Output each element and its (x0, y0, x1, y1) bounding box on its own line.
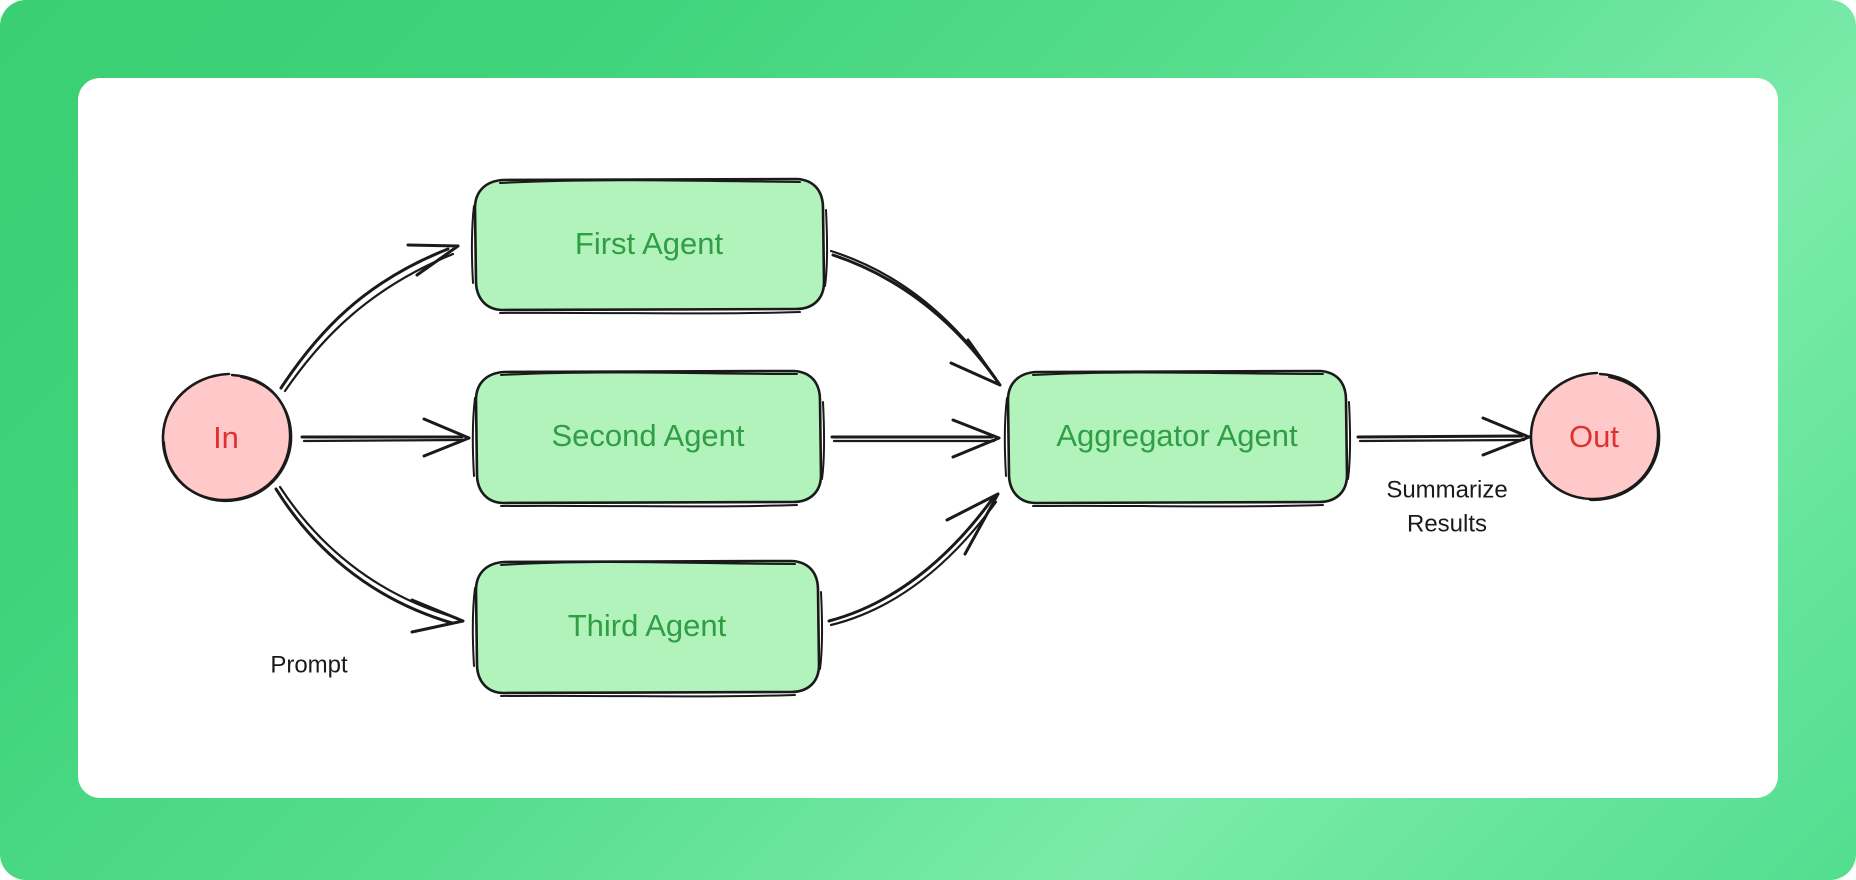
node-aggregator-agent-label: Aggregator Agent (1056, 418, 1298, 453)
edge-in-to-first-agent[interactable] (279, 243, 460, 393)
node-out-label: Out (1569, 419, 1619, 454)
node-out-fill (1531, 375, 1658, 499)
edge-in-to-second-agent[interactable] (300, 417, 471, 458)
node-first-agent-fill (475, 180, 823, 309)
node-third-agent-label: Third Agent (568, 608, 727, 643)
node-first-agent-outline-1 (473, 177, 826, 312)
edge-in-to-third-agent[interactable] (274, 485, 465, 634)
node-out-outline-2 (1589, 376, 1661, 502)
edge-first-agent-to-aggregator-arrowhead (949, 338, 1002, 387)
edge-third-agent-to-aggregator-line-2 (829, 500, 998, 627)
edge-label-summarize-results-line2: Results (1407, 510, 1487, 537)
node-in[interactable]: In (161, 372, 293, 503)
edge-second-agent-to-aggregator-arrowhead (951, 418, 1001, 459)
edge-in-to-third-agent-arrowhead (410, 598, 465, 634)
node-third-agent[interactable]: Third Agent (471, 559, 824, 698)
edge-third-agent-to-aggregator[interactable] (827, 492, 1000, 627)
edge-first-agent-to-aggregator-line-2 (829, 249, 994, 376)
edge-label-prompt: Prompt (270, 651, 348, 678)
edge-aggregator-to-out-arrowhead (1481, 416, 1531, 457)
edge-in-to-first-agent-line-1 (279, 247, 450, 390)
node-first-agent-label: First Agent (575, 226, 724, 261)
edge-label-summarize-results-line1: Summarize (1386, 476, 1507, 503)
edge-first-agent-to-aggregator-line-1 (831, 253, 997, 380)
node-in-outline-2 (163, 376, 293, 503)
node-second-agent-outline-2 (471, 371, 826, 508)
edge-third-agent-to-aggregator-line-1 (827, 496, 995, 623)
edge-third-agent-to-aggregator-arrowhead (945, 492, 1000, 556)
edge-aggregator-to-out-line-1 (1356, 434, 1524, 439)
node-second-agent[interactable]: Second Agent (471, 369, 826, 508)
node-second-agent-label: Second Agent (551, 418, 744, 453)
edge-in-to-third-agent-line-2 (278, 485, 459, 620)
node-third-agent-fill (476, 562, 818, 692)
node-aggregator-agent-outline-2 (1003, 371, 1352, 508)
edge-in-to-second-agent-arrowhead (422, 417, 471, 458)
node-second-agent-fill (476, 372, 820, 502)
node-second-agent-outline-1 (474, 369, 823, 505)
edge-in-to-third-agent-line-1 (274, 487, 454, 625)
edge-label-summarize-results: Summarize Results (1386, 476, 1507, 537)
edge-aggregator-to-out[interactable] (1356, 416, 1531, 457)
node-aggregator-agent-fill (1008, 372, 1346, 502)
edge-in-to-first-agent-arrowhead (406, 243, 460, 277)
node-aggregator-agent-outline-1 (1006, 369, 1349, 505)
node-aggregator-agent[interactable]: Aggregator Agent (1003, 369, 1352, 508)
node-in-label: In (213, 420, 239, 455)
edge-in-to-second-agent-line-2 (302, 438, 466, 443)
edge-in-to-first-agent-line-2 (283, 252, 455, 393)
node-first-agent-outline-2 (470, 179, 829, 315)
node-third-agent-outline-1 (474, 559, 821, 695)
node-third-agent-outline-2 (471, 561, 824, 698)
edge-second-agent-to-aggregator[interactable] (830, 418, 1001, 459)
node-in-fill (163, 376, 290, 500)
edge-first-agent-to-aggregator[interactable] (829, 249, 1002, 387)
node-out[interactable]: Out (1529, 371, 1661, 502)
edge-aggregator-to-out-line-2 (1358, 438, 1526, 443)
node-first-agent[interactable]: First Agent (470, 177, 829, 315)
